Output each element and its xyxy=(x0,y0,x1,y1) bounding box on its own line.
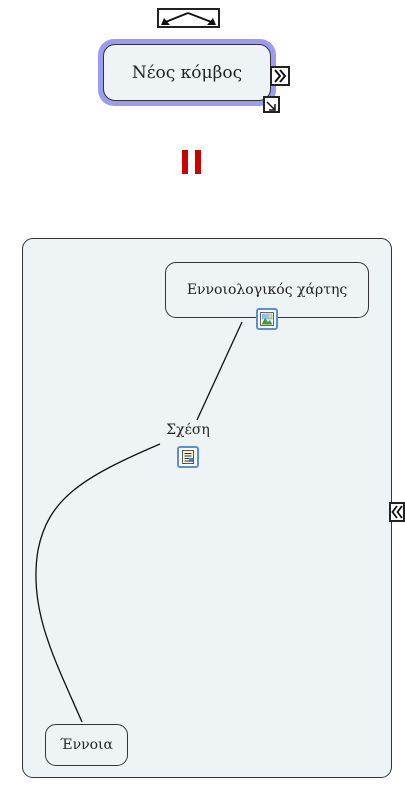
collapse-panel-button[interactable] xyxy=(389,502,405,522)
link-arrow-button[interactable] xyxy=(270,66,290,86)
expand-handle[interactable] xyxy=(157,8,220,28)
new-node-label[interactable]: Νέος κόμβος xyxy=(103,44,271,101)
resize-corner-icon xyxy=(266,101,276,111)
document-icon xyxy=(182,450,194,464)
concept-node-label: Έννοια xyxy=(60,737,113,753)
double-chevron-right-icon xyxy=(274,69,287,83)
resize-handle[interactable] xyxy=(263,96,280,113)
equals-sign xyxy=(181,150,203,174)
concept-node-concept[interactable]: Έννοια xyxy=(45,724,128,766)
concept-node-label: Εννοιολογικός χάρτης xyxy=(186,282,348,298)
double-chevron-left-icon xyxy=(391,505,403,519)
concept-map-panel xyxy=(22,238,392,778)
image-resource-button[interactable] xyxy=(256,308,278,330)
new-node[interactable]: Νέος κόμβος xyxy=(98,39,276,106)
image-icon xyxy=(260,312,274,326)
document-resource-button[interactable] xyxy=(177,446,199,468)
relation-label[interactable]: Σχέση xyxy=(160,422,216,438)
expand-arrows-icon xyxy=(161,12,216,25)
